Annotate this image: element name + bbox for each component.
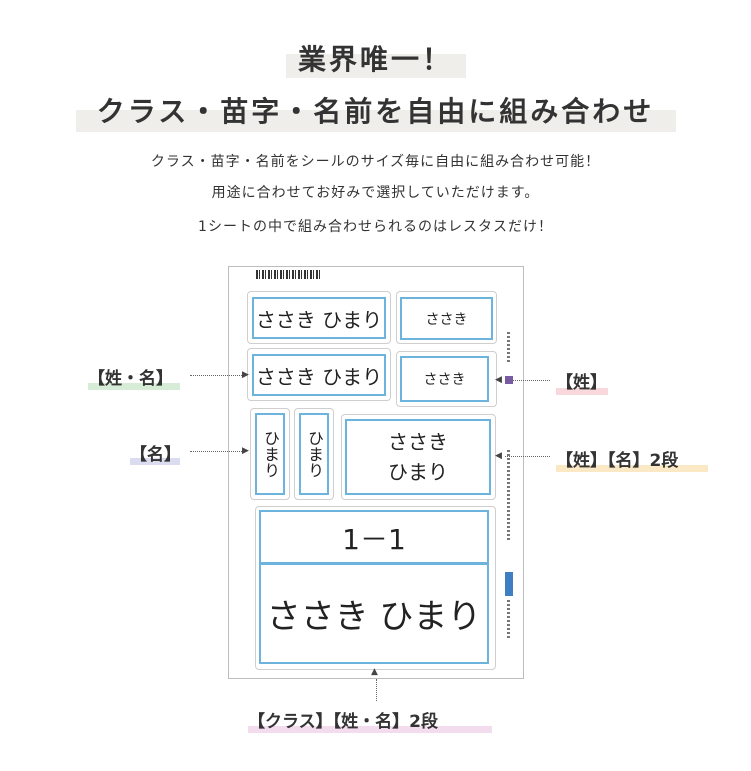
leader-class-name	[376, 679, 377, 701]
callout-surname-name-2row: 【姓】【名】2段	[556, 451, 679, 471]
label-surname-1-text: ささき	[400, 297, 493, 340]
arrow-left-icon: ◀	[495, 375, 502, 385]
heading-line-1: 業界唯一！	[297, 43, 453, 76]
intro-line-2: 用途に合わせてお好みで選択していただけます。	[211, 185, 540, 201]
label-full-name-1-text: ささき ひまり	[252, 297, 386, 339]
label-surname-name-2row	[341, 414, 496, 500]
heading-highlight-1	[286, 54, 466, 78]
sheet-side-logo	[505, 572, 513, 596]
label-class-name-box: ささき ひまり	[259, 562, 489, 664]
arrow-right-icon: ▶	[242, 370, 249, 380]
callout-class-surname-name-2row: 【クラス】【姓・名】2段	[248, 712, 438, 732]
callout-surname-name: 【姓・名】	[88, 369, 173, 389]
marker-surname-name-2row	[556, 465, 708, 472]
leader-surname-name-2row	[505, 456, 550, 457]
intro-line-1: クラス・苗字・名前をシールのサイズ毎に自由に組み合わせ可能！	[150, 154, 601, 170]
label-surname-1	[396, 291, 497, 344]
marker-class-name	[248, 726, 492, 733]
sheet-side-text-1	[507, 332, 510, 364]
label-class-name	[255, 506, 496, 670]
arrow-up-icon: ▲	[371, 667, 378, 677]
heading-line-2: クラス・苗字・名前を自由に組み合わせ	[96, 95, 655, 128]
sheet-side-text-3	[507, 600, 510, 640]
label-2row-surname: ささき	[388, 430, 448, 454]
barcode	[256, 270, 320, 279]
label-class-box: 1－1	[259, 510, 489, 565]
marker-surname	[556, 388, 608, 395]
intro-line-3: 1シートの中で組み合わせられるのはレスタスだけ！	[198, 219, 553, 235]
sheet-side-text-2	[507, 450, 510, 540]
leader-surname	[505, 380, 550, 381]
leader-name	[190, 451, 242, 452]
leader-surname-name	[190, 375, 242, 376]
label-given-vertical-2-text: ひまり	[299, 413, 329, 495]
heading-highlight-2	[76, 110, 676, 132]
label-full-name-2-text: ささき ひまり	[252, 354, 386, 396]
marker-name	[130, 458, 180, 465]
arrow-right-icon: ▶	[242, 446, 249, 456]
label-2row-given: ひまり	[388, 460, 448, 484]
label-full-name-2	[247, 348, 391, 401]
callout-name: 【名】	[130, 445, 181, 465]
arrow-left-icon: ◀	[495, 451, 502, 461]
label-full-name-1	[247, 291, 391, 344]
label-given-vertical-1-text: ひまり	[255, 413, 285, 495]
label-surname-name-2row-box: ささき ひまり	[345, 419, 491, 495]
callout-surname: 【姓】	[556, 373, 607, 393]
label-surname-2-text: ささき	[400, 356, 489, 402]
label-surname-2	[396, 351, 497, 407]
marker-surname-name	[88, 383, 180, 390]
